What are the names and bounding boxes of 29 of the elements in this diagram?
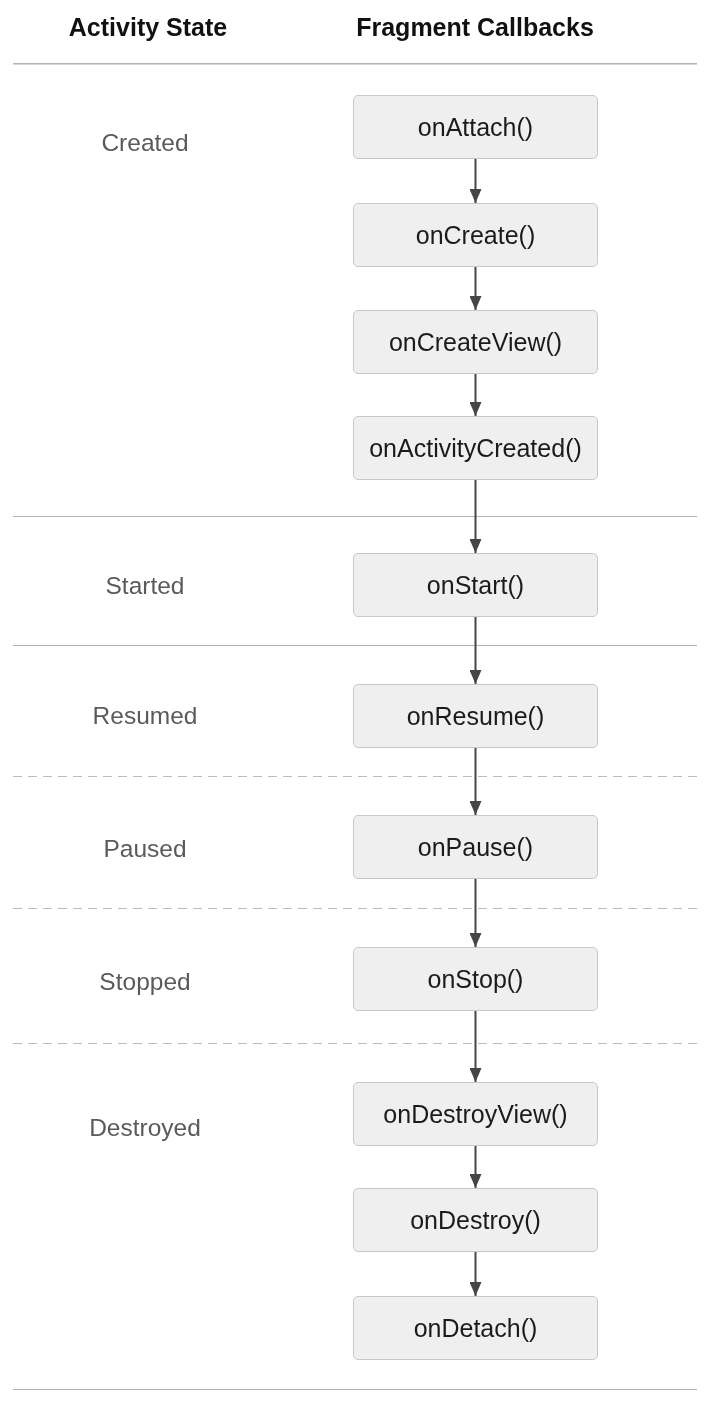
state-label: Resumed [92,701,198,731]
callback-box: onDestroy() [353,1188,598,1252]
arrow [469,158,482,204]
column-header: Fragment Callbacks [356,12,594,42]
arrow [469,878,482,948]
callback-box: onActivityCreated() [353,416,598,480]
callback-box: onCreate() [353,203,598,267]
arrow [469,373,482,417]
state-label: Created [101,128,189,158]
state-label: Destroyed [89,1113,201,1143]
callback-box: onStop() [353,947,598,1011]
state-label: Started [105,571,185,601]
column-header: Activity State [68,12,228,42]
arrow [469,1010,482,1083]
arrow [469,266,482,311]
arrow [469,1251,482,1297]
callback-box: onDetach() [353,1296,598,1360]
arrow [469,747,482,816]
arrow [469,479,482,554]
callback-box: onStart() [353,553,598,617]
callback-box: onDestroyView() [353,1082,598,1146]
arrow [469,1145,482,1189]
callback-box: onCreateView() [353,310,598,374]
callback-box: onAttach() [353,95,598,159]
state-label: Paused [103,834,187,864]
callback-box: onResume() [353,684,598,748]
state-label: Stopped [99,967,191,997]
callback-box: onPause() [353,815,598,879]
arrow [469,616,482,685]
